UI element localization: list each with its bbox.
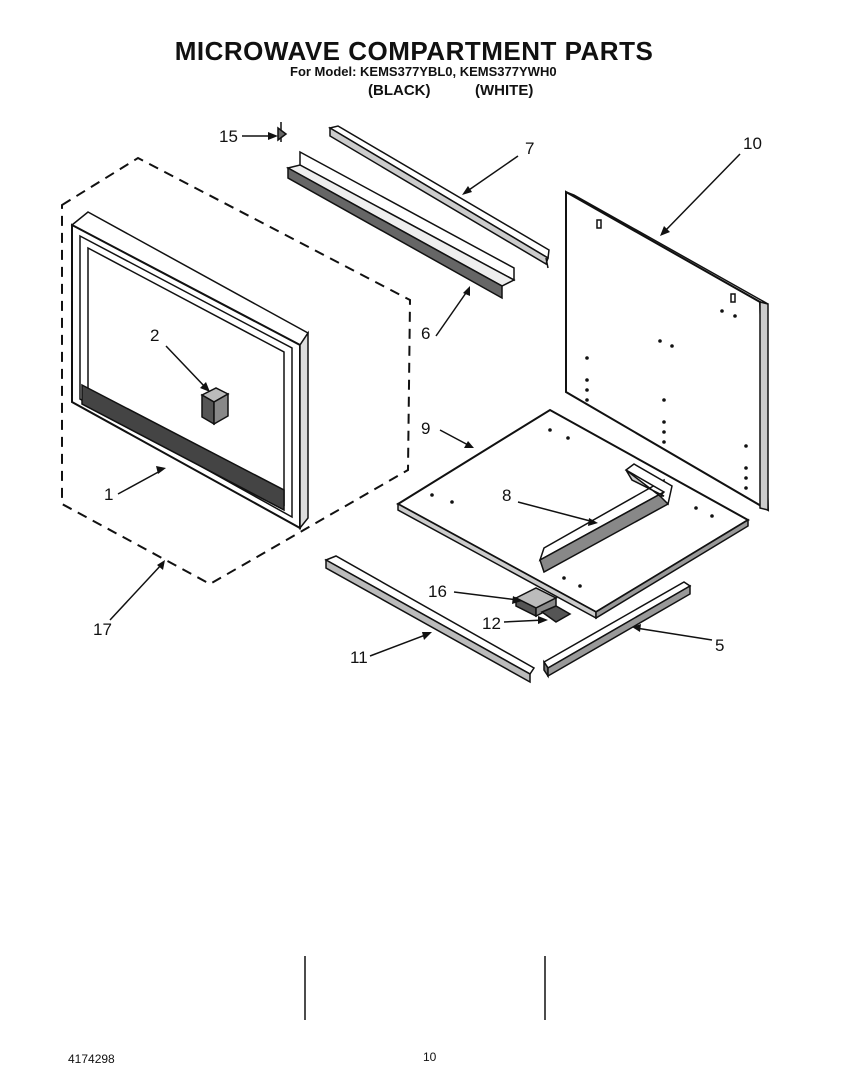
callout-12: 12 xyxy=(482,614,501,633)
callout-11: 11 xyxy=(350,648,368,667)
document-number: 4174298 xyxy=(68,1052,115,1066)
part-15-clip xyxy=(277,122,288,142)
page-title: MICROWAVE COMPARTMENT PARTS xyxy=(174,36,654,66)
model-subtitle: For Model: KEMS377YBL0, KEMS377YWH0 xyxy=(290,64,557,79)
callout-5: 5 xyxy=(715,636,724,655)
page-number: 10 xyxy=(423,1050,437,1064)
callout-2: 2 xyxy=(150,326,159,345)
variant-black: (BLACK) xyxy=(368,82,431,99)
part-6-bracket xyxy=(538,463,673,574)
part-17-outline xyxy=(61,156,412,586)
callout-17: 17 xyxy=(93,620,112,639)
part-9-floor-panel xyxy=(396,408,750,620)
part-10-back-panel xyxy=(565,190,770,512)
callout-15: 15 xyxy=(219,127,238,146)
part-2-block xyxy=(200,387,230,426)
callout-labels: 15 7 10 6 2 9 1 8 16 12 17 5 11 xyxy=(93,127,762,667)
callout-9: 9 xyxy=(421,419,430,438)
part-9-holes xyxy=(430,428,714,588)
callout-16: 16 xyxy=(428,582,447,601)
callout-7: 6 xyxy=(421,324,430,343)
part-5-rail xyxy=(542,581,692,679)
callout-6: 8 xyxy=(502,486,511,505)
callout-10: 10 xyxy=(743,134,762,153)
part-10-holes xyxy=(585,309,748,490)
callout-8: 7 xyxy=(525,139,534,158)
variant-white: (WHITE) xyxy=(475,82,534,99)
part-8-top-rail xyxy=(328,125,550,269)
leader-arrowheads xyxy=(156,132,670,640)
part-16-block xyxy=(514,587,558,618)
callout-1: 1 xyxy=(104,485,113,504)
part-1-front-frame xyxy=(70,211,310,531)
leader-lines xyxy=(109,135,741,657)
part-7-channel xyxy=(285,150,516,300)
part-11-side-rail xyxy=(324,555,536,684)
part-12-tab xyxy=(540,605,572,623)
